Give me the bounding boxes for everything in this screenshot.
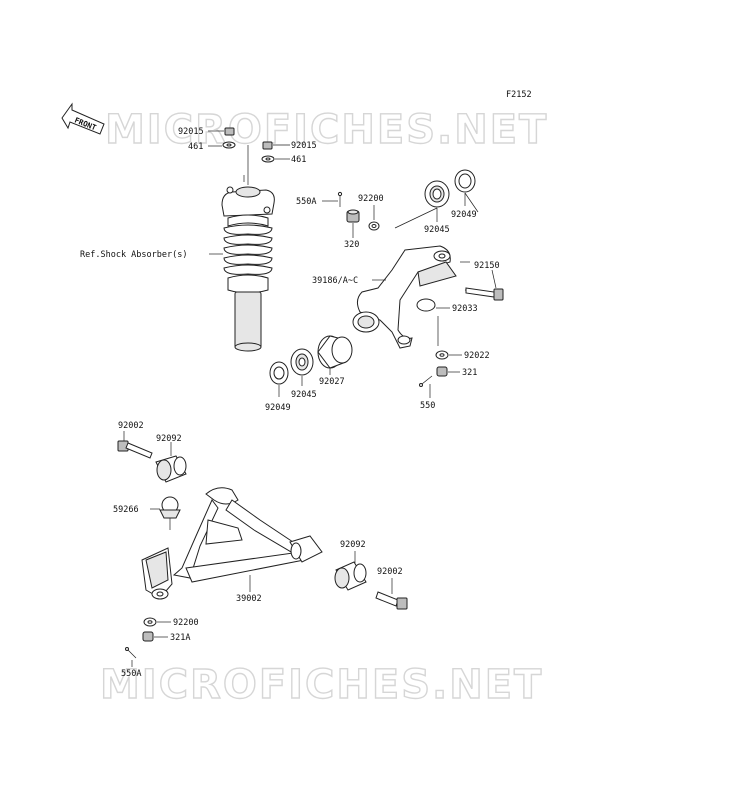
label-shock-absorber: Ref.Shock Absorber(s) <box>80 250 187 260</box>
bearing-92045-low <box>290 348 314 376</box>
label-92002-low: 92002 <box>377 567 403 577</box>
nut-92015-right <box>262 141 273 150</box>
label-461-left: 461 <box>188 142 203 152</box>
washer-92200-low <box>143 617 157 627</box>
bolt-92002-low <box>375 591 408 610</box>
label-92049-top: 92049 <box>451 210 477 220</box>
label-39186: 39186/A~C <box>312 276 358 286</box>
label-92092-low: 92092 <box>340 540 366 550</box>
nut-321 <box>436 366 448 377</box>
snap-ring-92033 <box>416 298 436 312</box>
label-321: 321 <box>462 368 477 378</box>
label-550A-low: 550A <box>121 669 141 679</box>
label-92027: 92027 <box>319 377 345 387</box>
knuckle-39186 <box>352 245 457 349</box>
label-92045-low: 92045 <box>291 390 317 400</box>
diagram-code: F2152 <box>506 90 532 100</box>
label-39002: 39002 <box>236 594 262 604</box>
washer-92022 <box>435 350 449 360</box>
ball-joint-59266 <box>159 496 181 530</box>
washer-461-right <box>261 155 275 163</box>
cotter-pin-550A-low <box>125 647 137 659</box>
label-92015-left: 92015 <box>178 127 204 137</box>
label-92002-top: 92002 <box>118 421 144 431</box>
label-92022: 92022 <box>464 351 490 361</box>
label-92200-top: 92200 <box>358 194 384 204</box>
spacer-92027 <box>317 335 353 369</box>
bushing-92092-low <box>334 561 367 591</box>
label-92200-low: 92200 <box>173 618 199 628</box>
label-92150: 92150 <box>474 261 500 271</box>
front-arrow-icon: FRONT <box>61 102 105 135</box>
nut-321A <box>142 631 154 642</box>
bolt-92002-top <box>117 440 153 459</box>
a-arm-39002 <box>141 487 323 600</box>
label-92015-right: 92015 <box>291 141 317 151</box>
label-461-right: 461 <box>291 155 306 165</box>
label-59266: 59266 <box>113 505 139 515</box>
label-550A-top: 550A <box>296 197 316 207</box>
label-92033: 92033 <box>452 304 478 314</box>
bolt-92150 <box>464 287 504 301</box>
watermark-top: MICROFICHES.NET <box>105 107 548 153</box>
nut-92015-left <box>224 127 235 136</box>
seal-92049-low <box>269 361 289 385</box>
cotter-pin-550 <box>419 375 433 387</box>
label-550: 550 <box>420 401 435 411</box>
nut-320 <box>346 209 360 223</box>
shock-absorber <box>221 145 275 352</box>
washer-461-left <box>222 141 236 149</box>
washer-92200-top <box>368 221 380 231</box>
label-92092-top: 92092 <box>156 434 182 444</box>
label-92045-top: 92045 <box>424 225 450 235</box>
watermark-bottom: MICROFICHES.NET <box>100 662 543 708</box>
cotter-pin-550A-top <box>337 191 343 207</box>
seal-92049-top <box>454 169 476 193</box>
label-321A: 321A <box>170 633 190 643</box>
bushing-92092-top <box>155 455 187 483</box>
bearing-92045-top <box>424 180 450 208</box>
label-320: 320 <box>344 240 359 250</box>
label-92049-low: 92049 <box>265 403 291 413</box>
